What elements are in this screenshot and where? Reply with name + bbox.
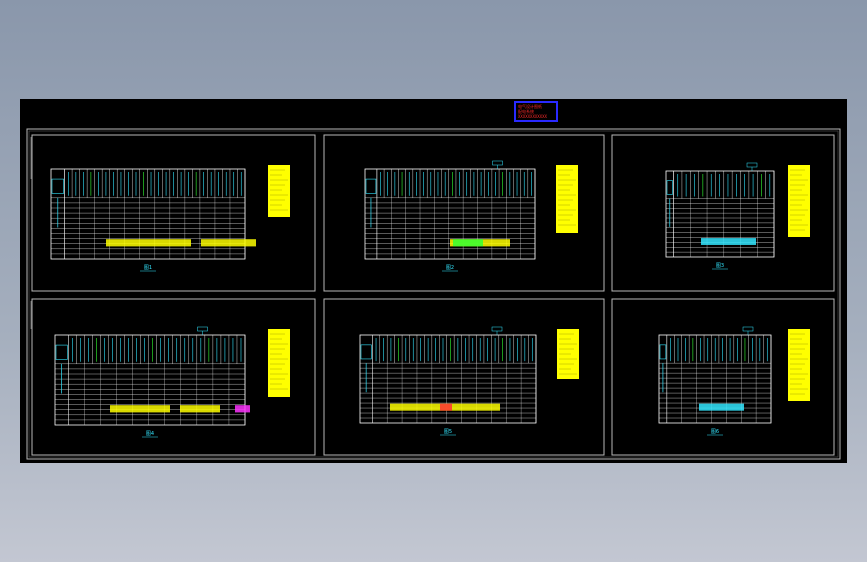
sheet-1-highlight-1 <box>201 239 256 247</box>
sheet-5-caption: 图5 <box>444 429 452 435</box>
sheet-3: 图3 <box>611 134 835 292</box>
sheet-3-highlight-0 <box>701 238 756 245</box>
sheet-1-border <box>31 134 316 292</box>
outer-frame <box>26 128 841 460</box>
sheet-4-border <box>31 298 316 456</box>
sheet-3-border <box>611 134 835 292</box>
sheet-4-symbol <box>55 344 68 360</box>
sheet-2: 图2 <box>323 134 605 292</box>
title-stamp-line-1: 电气设计图纸 <box>518 104 542 109</box>
sheet-4-highlight-1 <box>180 405 220 413</box>
sheet-2-symbol <box>365 178 377 194</box>
sheet-4-highlight-0 <box>110 405 170 413</box>
sheet-3-caption: 图3 <box>716 263 724 269</box>
sheet-6-symbol <box>659 344 667 360</box>
sheet-2-highlight-1 <box>453 239 483 247</box>
sheet-5: 图5 <box>323 298 605 456</box>
sheet-5-symbol <box>360 344 372 360</box>
sheet-6-caption: 图6 <box>711 429 719 435</box>
cad-drawing-canvas[interactable]: 图1 图2 图3 图4 图5 图6 电气设计图纸 配电系统 XXXXXXXXXXXX <box>20 99 847 463</box>
sheet-4-notes-block <box>268 329 290 397</box>
sheet-5-border <box>323 298 605 456</box>
sheet-3-symbol <box>666 180 673 195</box>
sheet-2-caption: 图2 <box>446 265 454 271</box>
drawing-sheets: 图1 图2 图3 图4 图5 图6 <box>26 128 841 460</box>
sheet-2-notes-block <box>556 165 578 233</box>
sheet-2-border <box>323 134 605 292</box>
sheet-3-notes-block <box>788 165 810 237</box>
title-stamp-line-3: XXXXXXXXXXXX <box>518 114 547 119</box>
sheet-2-tag <box>492 160 503 166</box>
sheet-5-highlight-1 <box>440 403 452 411</box>
title-stamp: 电气设计图纸 配电系统 XXXXXXXXXXXX <box>514 101 558 122</box>
sheet-5-tag <box>491 326 503 332</box>
sheet-6-notes-block <box>788 329 810 401</box>
sheet-1-highlight-0 <box>106 239 191 247</box>
sheet-6: 图6 <box>611 298 835 456</box>
sheet-4-caption: 图4 <box>146 431 154 437</box>
sheet-3-tag <box>746 162 758 168</box>
sheet-4-highlight-2 <box>235 405 250 413</box>
sheet-6-highlight-0 <box>699 403 744 411</box>
sheet-1-caption: 图1 <box>144 265 152 271</box>
sheet-1-symbol <box>51 178 64 194</box>
sheet-4: 图4 <box>31 298 316 456</box>
sheet-4-tag <box>197 326 208 332</box>
inner-frame <box>28 130 839 458</box>
sheet-1: 图1 <box>31 134 316 292</box>
sheet-1-notes-block <box>268 165 290 217</box>
title-stamp-line-2: 配电系统 <box>518 109 534 114</box>
sheet-6-border <box>611 298 835 456</box>
sheet-6-tag <box>742 326 754 332</box>
